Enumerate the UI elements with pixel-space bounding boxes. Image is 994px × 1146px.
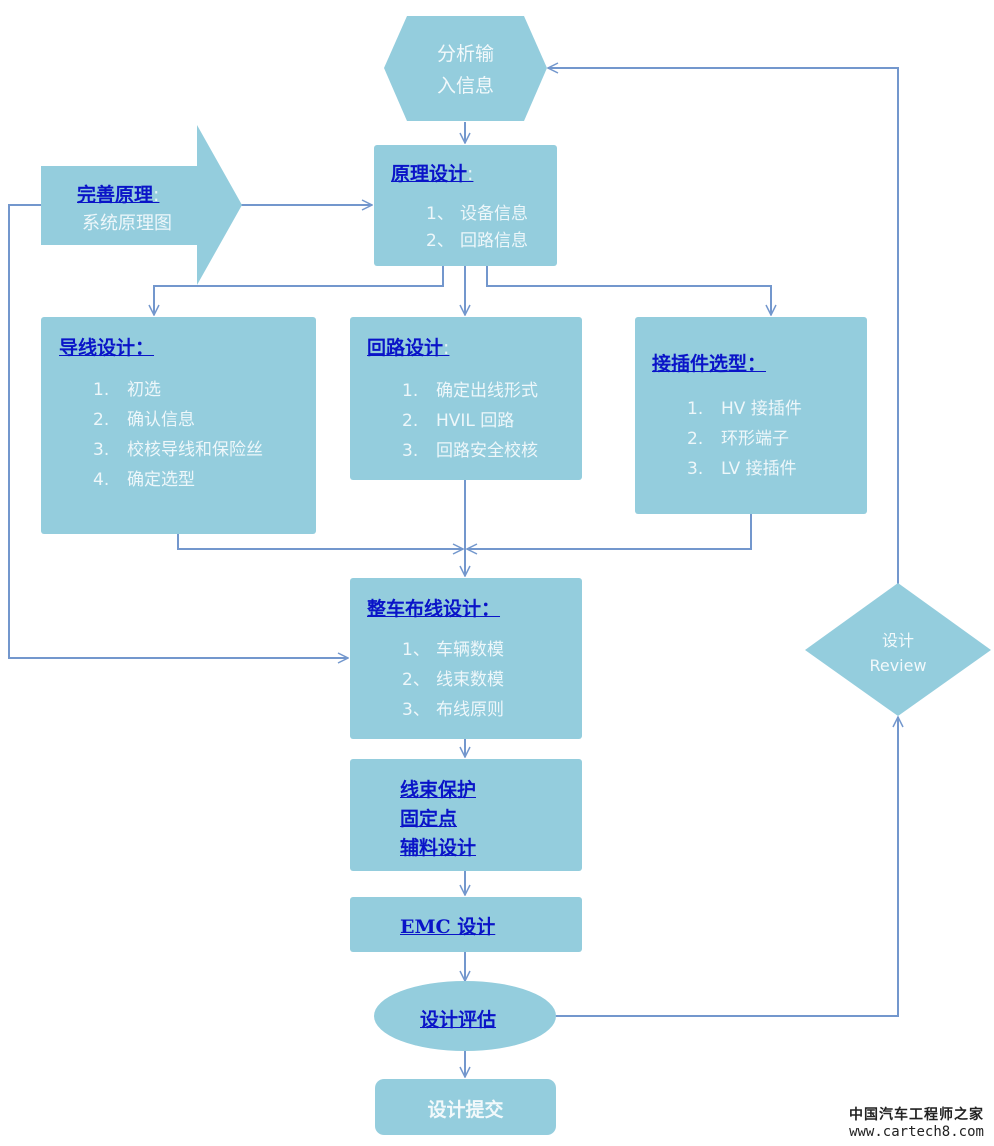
list-item: 3.校核导线和保险丝 [93, 440, 263, 460]
circuit-design-items: 1.确定出线形式 2.HVIL 回路 3.回路安全校核 [402, 376, 538, 466]
edge-evaluation-to-review [555, 717, 898, 1017]
principle-design-title: 原理设计: [391, 163, 474, 185]
design-evaluation-title: 设计评估 [420, 1009, 497, 1031]
harness-protection-line3: 辅料设计 [400, 837, 477, 859]
list-item: 2、线束数模 [402, 670, 504, 690]
design-review-diamond[interactable] [805, 583, 991, 716]
list-item: 3.LV 接插件 [687, 459, 797, 479]
analyze-input-line1: 分析输 [436, 43, 494, 65]
design-review-line1: 设计 [881, 631, 914, 650]
list-item: 3、布线原则 [402, 700, 504, 720]
principle-design-box[interactable]: 原理设计: 1、设备信息 2、回路信息 [374, 145, 557, 266]
vehicle-routing-box[interactable]: 整车布线设计： 1、车辆数模 2、线束数模 3、布线原则 [350, 578, 582, 739]
list-item: 4.确定选型 [93, 470, 195, 490]
edge-review-to-input [548, 68, 899, 585]
list-item: 2.HVIL 回路 [402, 411, 515, 431]
watermark-url: www.cartech8.com [849, 1124, 984, 1140]
design-review-line2: Review [869, 656, 927, 675]
vehicle-routing-items: 1、车辆数模 2、线束数模 3、布线原则 [402, 635, 504, 725]
analyze-input-label: 分析输 入信息 [384, 38, 547, 102]
wire-design-title: 导线设计： [59, 337, 155, 359]
analyze-input-line2: 入信息 [436, 75, 494, 97]
emc-design-box[interactable]: EMC 设计 [350, 897, 582, 952]
harness-protection-box[interactable]: 线束保护 固定点 辅料设计 [350, 759, 582, 871]
analyze-input-hexagon[interactable] [384, 16, 547, 121]
refine-principle-title: 完善原理: [77, 184, 160, 206]
list-item: 2.环形端子 [687, 429, 789, 449]
list-item: 2、回路信息 [426, 231, 528, 251]
design-review-label: 设计 Review [848, 628, 948, 678]
wire-design-box[interactable]: 导线设计： 1.初选 2.确认信息 3.校核导线和保险丝 4.确定选型 [41, 317, 316, 534]
list-item: 1、设备信息 [426, 204, 528, 224]
emc-design-title: EMC 设计 [400, 916, 496, 938]
circuit-design-box[interactable]: 回路设计: 1.确定出线形式 2.HVIL 回路 3.回路安全校核 [350, 317, 582, 480]
design-submit-label: 设计提交 [427, 1099, 504, 1121]
watermark: 中国汽车工程师之家 www.cartech8.com [849, 1104, 984, 1140]
circuit-design-title: 回路设计: [367, 337, 450, 359]
refine-principle-subtitle: 系统原理图 [82, 213, 172, 234]
connector-selection-box[interactable]: 接插件选型： 1.HV 接插件 2.环形端子 3.LV 接插件 [635, 317, 867, 514]
list-item: 1.HV 接插件 [687, 399, 802, 419]
list-item: 2.确认信息 [93, 410, 195, 430]
design-submit-box[interactable]: 设计提交 [375, 1079, 556, 1135]
wire-design-items: 1.初选 2.确认信息 3.校核导线和保险丝 4.确定选型 [93, 375, 263, 495]
connector-selection-title: 接插件选型： [652, 353, 767, 375]
edge-principle-to-wire [154, 266, 444, 315]
watermark-name: 中国汽车工程师之家 [849, 1107, 984, 1123]
edge-connector-to-merge [467, 514, 752, 549]
edge-wire-to-merge [177, 534, 463, 549]
edge-principle-to-connector [486, 266, 771, 315]
design-evaluation-ellipse[interactable] [374, 981, 556, 1051]
principle-design-items: 1、设备信息 2、回路信息 [426, 201, 528, 255]
harness-protection-line2: 固定点 [400, 808, 458, 830]
connector-selection-items: 1.HV 接插件 2.环形端子 3.LV 接插件 [687, 394, 802, 484]
edge-refine-to-routing [8, 204, 348, 658]
harness-protection-line1: 线束保护 [400, 779, 477, 801]
refine-principle-arrow[interactable] [41, 125, 242, 285]
list-item: 1、车辆数模 [402, 640, 504, 660]
vehicle-routing-title: 整车布线设计： [367, 598, 501, 620]
list-item: 3.回路安全校核 [402, 441, 538, 461]
list-item: 1.初选 [93, 380, 161, 400]
list-item: 1.确定出线形式 [402, 381, 538, 401]
